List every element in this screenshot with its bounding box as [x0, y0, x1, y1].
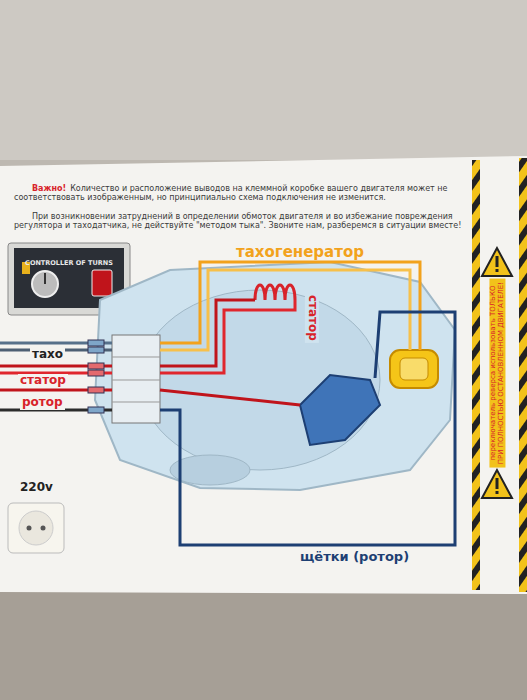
warning-note: При возникновении затруднений в определе…	[14, 212, 461, 230]
hazard-stripe	[472, 160, 480, 590]
wall	[0, 0, 527, 160]
brush-holder	[300, 375, 380, 445]
warning-note: Количество и расположение выводов на кле…	[14, 184, 447, 202]
lead-wire	[0, 343, 112, 410]
crimp-connector	[88, 340, 104, 413]
warning-triangle	[482, 248, 512, 276]
part-label: тахогенератор	[236, 244, 364, 261]
rotor-wire	[160, 312, 455, 545]
motor-body	[95, 262, 455, 490]
warning-triangle	[482, 470, 512, 498]
hazard-stripe	[519, 158, 527, 592]
table	[0, 592, 527, 700]
part-label: статор	[305, 293, 319, 343]
lead-label: статор	[18, 374, 68, 388]
lead-label: ротор	[20, 396, 65, 410]
tacho-wire	[160, 262, 420, 350]
warning-block: При возникновении затруднений в определе…	[14, 212, 466, 230]
controller-box: CONTROLLER OF TURNS	[14, 248, 124, 260]
wall-socket	[8, 503, 64, 553]
tacho-generator	[390, 350, 438, 388]
warning-heading: Важно!	[32, 184, 66, 193]
device-title: CONTROLLER OF TURNS	[25, 259, 113, 267]
terminal-block	[112, 335, 160, 423]
reverse-warning: переключатель реверса использовать ТОЛЬК…	[489, 279, 505, 468]
lead-label: тахо	[30, 348, 65, 362]
part-label: щётки (ротор)	[298, 550, 411, 565]
stator-wire	[160, 300, 295, 373]
stator-coil	[255, 285, 295, 300]
warning-block: Важно!Количество и расположение выводов …	[14, 184, 466, 202]
mains-label: 220v	[20, 481, 53, 495]
paper-sheet	[0, 156, 527, 594]
